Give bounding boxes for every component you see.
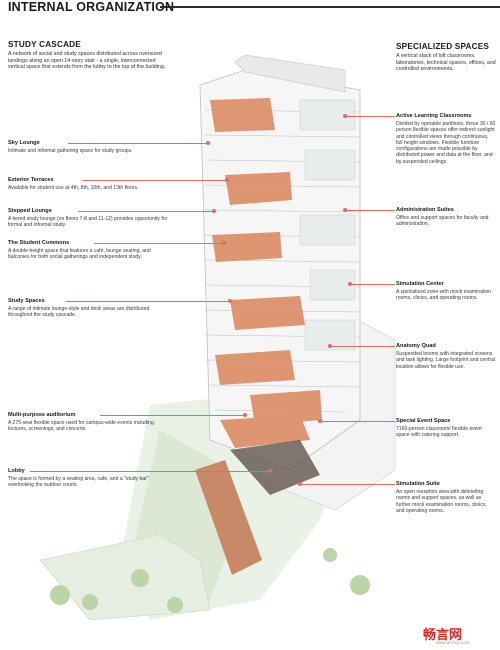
stepped-lounge-body: A tiered study lounge (on floors 7-8 and… — [8, 216, 168, 229]
stepped-lounge-title: Stepped Lounge — [8, 208, 52, 214]
student-commons-title: The Student Commons — [8, 240, 70, 246]
auditorium-title: Multi-purpose auditorium — [8, 412, 76, 418]
header-rule — [160, 6, 500, 8]
stepped-lounge-leader — [78, 211, 214, 212]
page-title: INTERNAL ORGANIZATION — [8, 0, 175, 14]
exterior-terraces-body: Available for student use at 4th, 8th, 1… — [8, 185, 139, 191]
simulation-center-title: Simulation Center — [396, 281, 444, 287]
stair-ramp — [195, 460, 262, 575]
sky-lounge-body: Intimate and informal gathering space fo… — [8, 148, 133, 154]
anatomy-quad-title: Anatomy Quad — [396, 343, 436, 349]
study-spaces-body: A range of intimate lounge-style and des… — [8, 306, 150, 319]
auditorium-leader — [100, 415, 245, 416]
study-spaces-leader — [66, 301, 230, 302]
sky-lounge-title: Sky Lounge — [8, 140, 40, 146]
lobby-body: The space is formed by a seating area, c… — [8, 476, 149, 489]
administration-leader — [345, 210, 395, 211]
exterior-terraces-title: Exterior Terraces — [8, 177, 54, 183]
simulation-suite-title: Simulation Suite — [396, 481, 440, 487]
active-learning-marker — [343, 114, 347, 118]
special-event-body: 7160-person classroom/ flexible event sp… — [396, 426, 482, 439]
study-cascade-heading: STUDY CASCADE — [8, 40, 81, 49]
study-cascade-wood — [210, 98, 322, 448]
sky-lounge-marker — [206, 141, 210, 145]
lobby-title: Lobby — [8, 468, 25, 474]
special-event-leader — [320, 421, 395, 422]
watermark-brand: 畅言网 — [423, 628, 463, 643]
specialized-spaces-heading: SPECIALIZED SPACES — [396, 42, 490, 51]
simulation-suite-marker — [298, 482, 302, 486]
simulation-center-leader — [350, 284, 395, 285]
administration-marker — [343, 208, 347, 212]
student-commons-marker — [222, 241, 226, 245]
watermark-url: www.archcy.com — [436, 640, 470, 645]
student-commons-body: A double-height space that features a ca… — [8, 248, 151, 261]
administration-title: Administration Suites — [396, 207, 454, 213]
study-cascade-body: A network of social and study spaces dis… — [8, 51, 166, 71]
special-event-title: Special Event Space — [396, 418, 451, 424]
auditorium-marker — [243, 413, 247, 417]
classroom-glazing — [299, 99, 356, 351]
anatomy-quad-marker — [328, 344, 332, 348]
lobby-interior — [230, 440, 320, 495]
simulation-suite-leader — [300, 484, 395, 485]
header-bar: INTERNAL ORGANIZATION — [0, 0, 500, 14]
simulation-suite-body: An open reception area with debriefing r… — [396, 489, 487, 514]
trees — [50, 548, 370, 613]
stepped-lounge-marker — [212, 209, 216, 213]
sky-lounge-leader — [68, 143, 208, 144]
special-event-marker — [318, 419, 322, 423]
lobby-leader — [30, 471, 270, 472]
administration-body: Office and support spaces for faculty an… — [396, 215, 489, 228]
exterior-terraces-leader — [82, 180, 227, 181]
active-learning-leader — [345, 116, 395, 117]
active-learning-title: Active Learning Classrooms — [396, 113, 472, 119]
simulation-center-marker — [348, 282, 352, 286]
anatomy-quad-leader — [330, 346, 395, 347]
landscape-plaza — [39, 534, 211, 621]
active-learning-body: Divided by operable partitions, these 30… — [396, 121, 496, 165]
study-spaces-marker — [228, 299, 232, 303]
exterior-terraces-marker — [225, 178, 229, 182]
specialized-spaces-body: A vertical stack of loft classrooms, lab… — [396, 53, 496, 73]
roof-mechanical — [234, 54, 346, 93]
study-spaces-title: Study Spaces — [8, 298, 45, 304]
simulation-center-body: A specialized zone with mock examination… — [396, 289, 492, 302]
student-commons-leader — [94, 243, 224, 244]
auditorium-body: A 275-seat flexible space used for campu… — [8, 420, 154, 433]
anatomy-quad-body: Suspended booms with integrated screens … — [396, 351, 496, 370]
lobby-marker — [268, 469, 272, 473]
